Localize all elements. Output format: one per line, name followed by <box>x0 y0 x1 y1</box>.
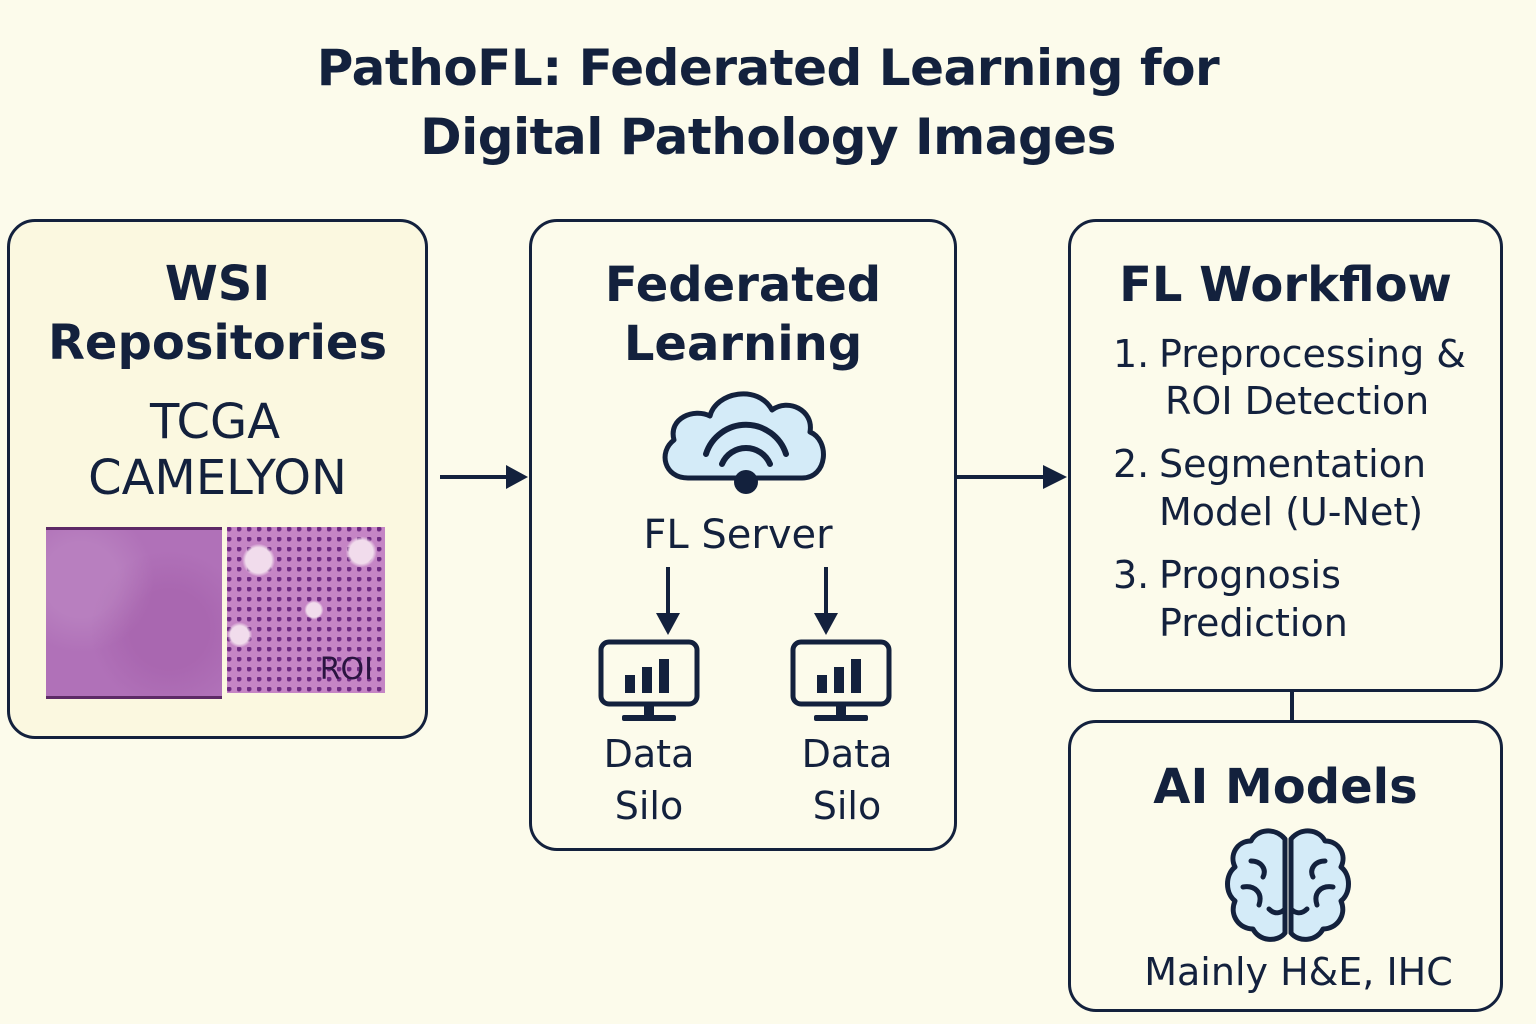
wsi-tissue-image <box>46 527 222 699</box>
fl-heading-line2: Learning <box>623 316 863 372</box>
wsi-repositories-box: WSI Repositories TCGA CAMELYON ROI <box>7 219 428 739</box>
diagram-title-line1: PathoFL: Federated Learning for <box>316 39 1220 97</box>
step-number: 1. <box>1113 332 1150 376</box>
ai-models-caption: Mainly H&E, IHC <box>1144 950 1453 994</box>
monitor-bar-chart-icon <box>598 639 700 721</box>
arrow-fl-to-workflow <box>957 465 1067 489</box>
wsi-heading-line2: Repositories <box>47 315 388 371</box>
data-silo-2-line1: Data <box>801 732 893 776</box>
data-silo-2-line2: Silo <box>812 784 882 828</box>
brain-icon <box>1225 828 1351 942</box>
step-text-line2: ROI Detection <box>1165 379 1430 423</box>
step-number: 3. <box>1113 553 1150 597</box>
arrow-server-to-silo-2 <box>814 567 838 635</box>
ai-models-heading: AI Models <box>1153 759 1418 815</box>
step-text-line1: Segmentation <box>1159 442 1427 486</box>
monitor-bar-chart-icon <box>790 639 892 721</box>
roi-label: ROI <box>319 652 373 687</box>
data-silo-1-line1: Data <box>603 732 695 776</box>
workflow-ai-connector <box>1290 692 1294 721</box>
step-text-line2: Prediction <box>1159 601 1348 645</box>
data-silo-1-line2: Silo <box>614 784 684 828</box>
fl-heading-line1: Federated <box>604 257 882 313</box>
step-text-line1: Prognosis <box>1159 553 1341 597</box>
workflow-heading: FL Workflow <box>1119 257 1452 313</box>
step-number: 2. <box>1113 442 1150 486</box>
dataset-tcga: TCGA <box>149 394 281 450</box>
arrow-wsi-to-fl <box>440 465 528 489</box>
cloud-wifi-icon <box>662 391 826 494</box>
fl-workflow-box: FL Workflow 1. Preprocessing & ROI Detec… <box>1068 219 1503 692</box>
ai-models-box: AI Models Mainly H&E, IHC <box>1068 720 1503 1012</box>
fl-server-label: FL Server <box>643 512 833 558</box>
arrow-server-to-silo-1 <box>656 567 680 635</box>
roi-tissue-image: ROI <box>227 527 385 693</box>
step-text-line1: Preprocessing & <box>1159 332 1466 376</box>
diagram-title-line2: Digital Pathology Images <box>420 108 1116 166</box>
federated-learning-box: Federated Learning FL Server Data Silo D… <box>529 219 957 851</box>
dataset-camelyon: CAMELYON <box>88 450 347 506</box>
step-text-line2: Model (U-Net) <box>1159 490 1424 534</box>
wsi-heading-line1: WSI <box>164 256 271 312</box>
